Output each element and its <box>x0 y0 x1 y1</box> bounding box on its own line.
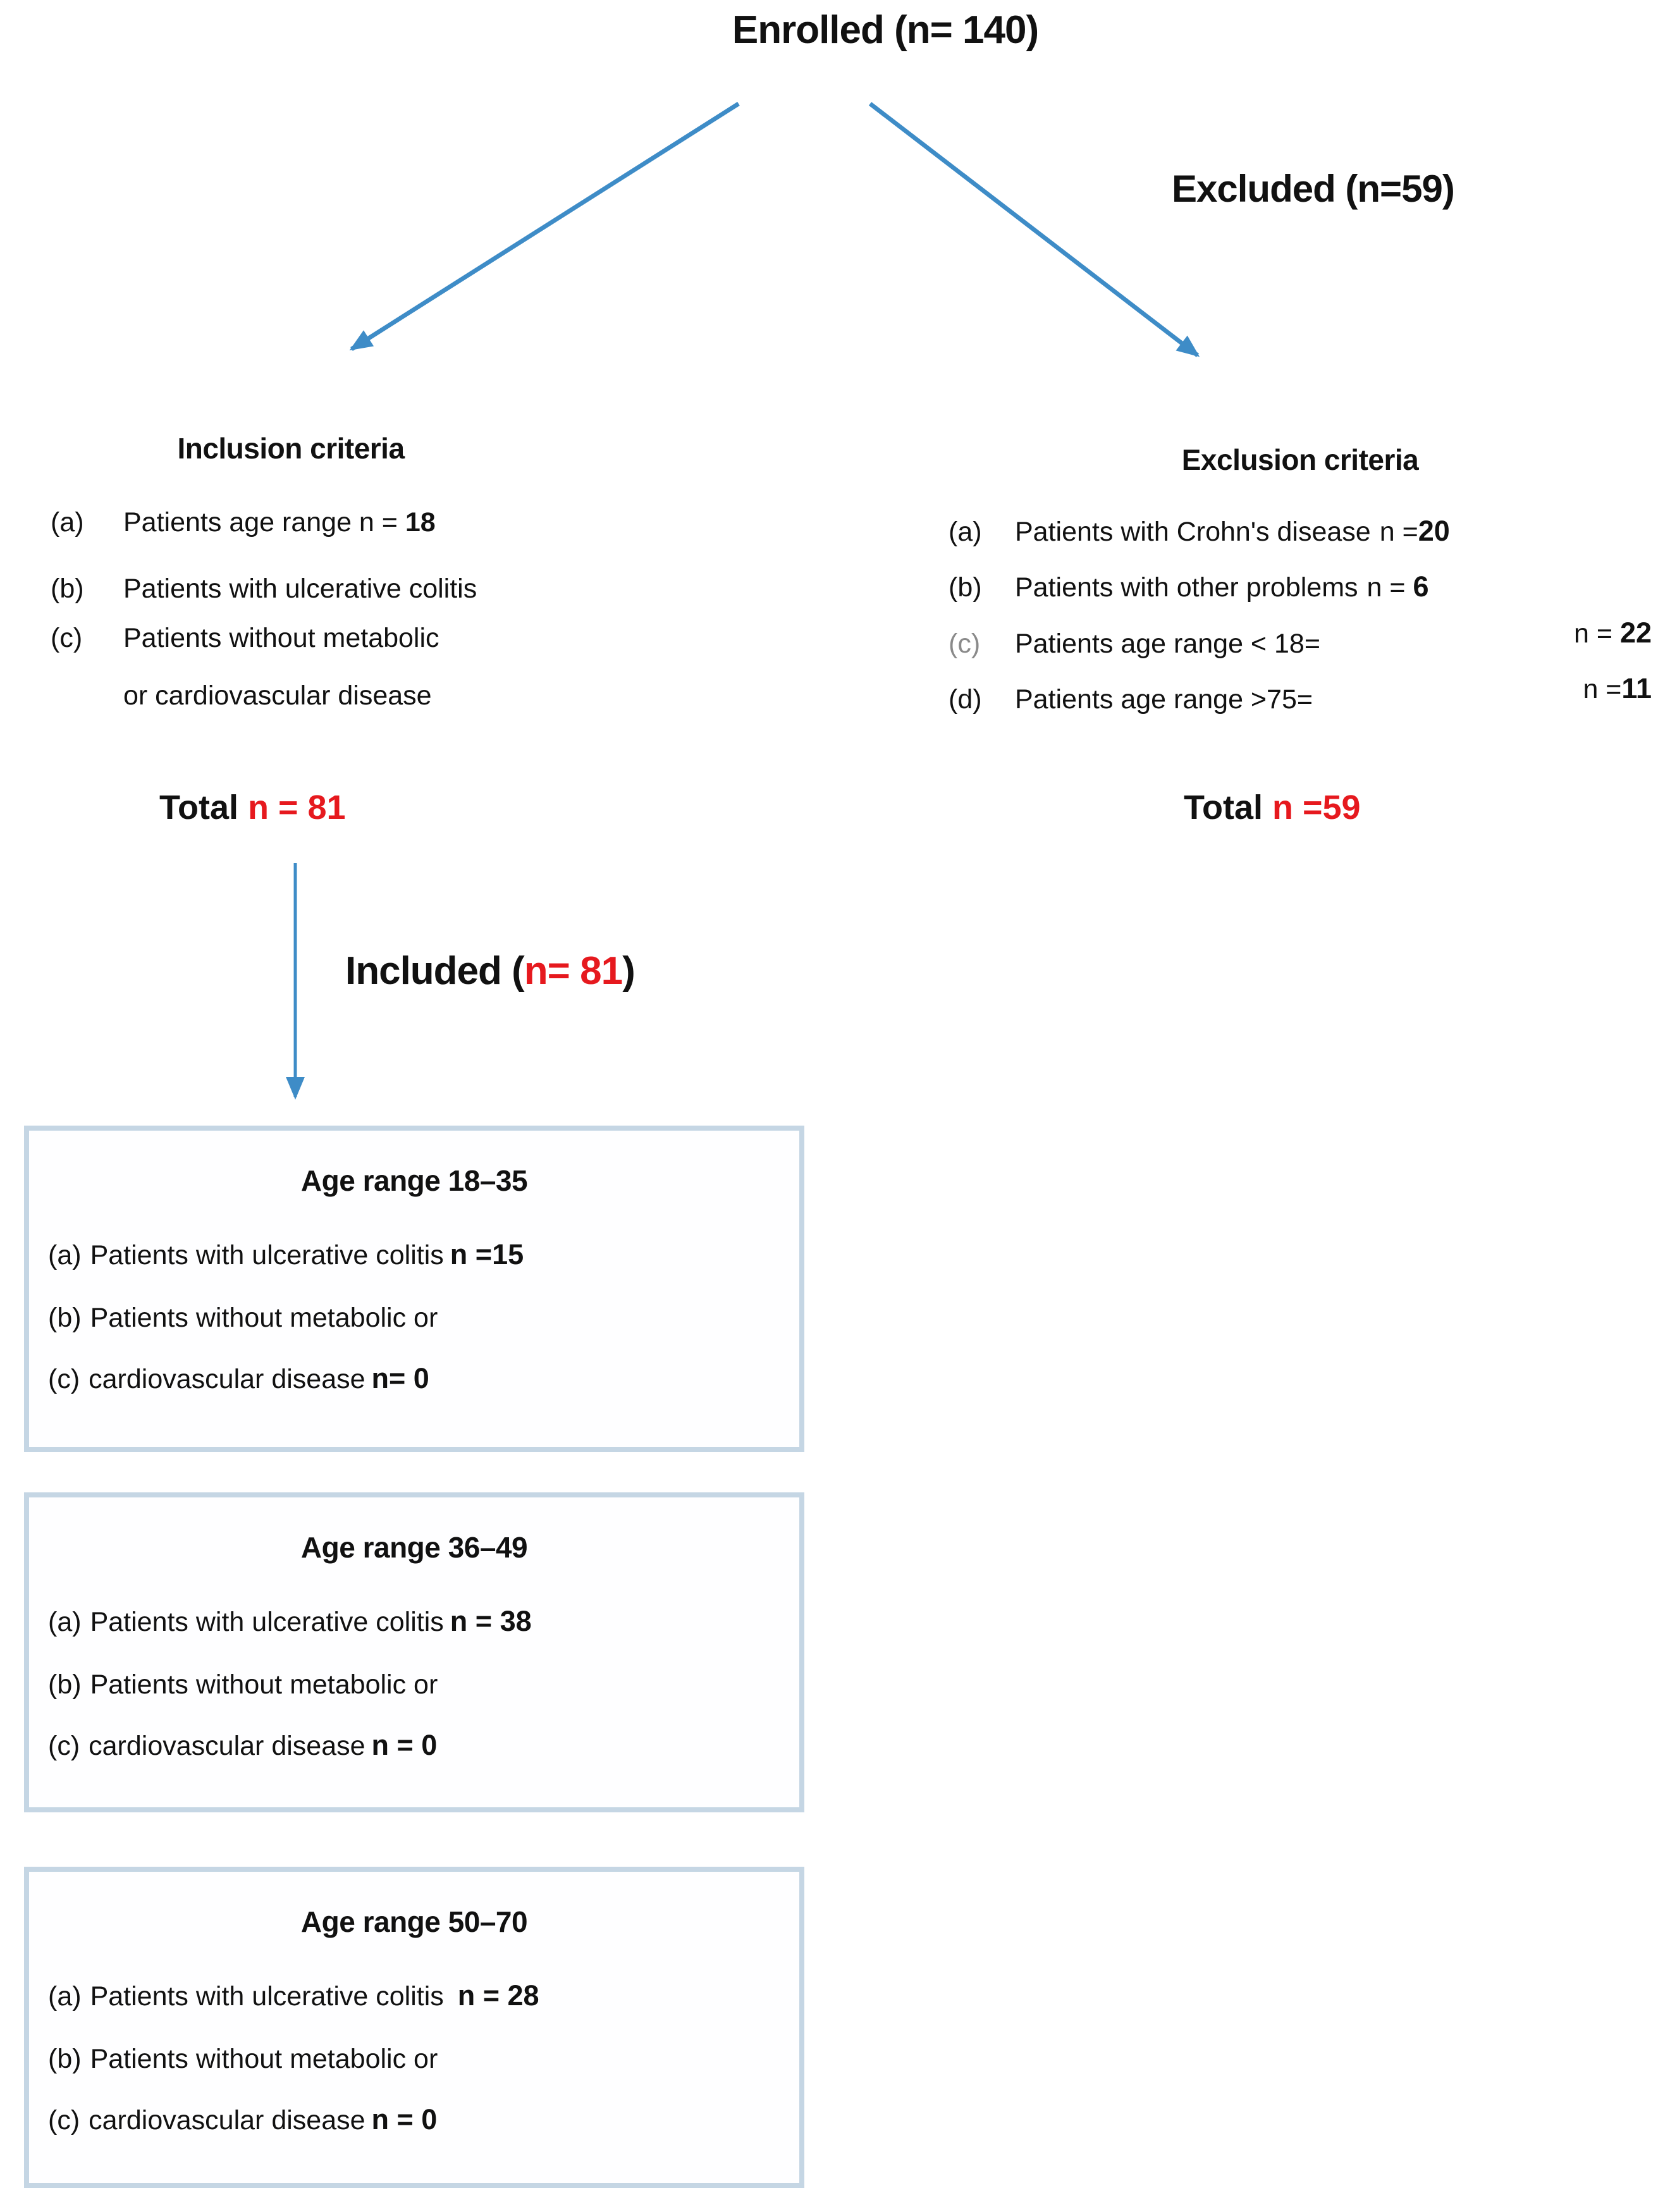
item-text: or cardiovascular disease <box>123 680 432 711</box>
item-marker: (b) <box>48 2044 82 2075</box>
item-count: n = 6 <box>1366 570 1429 603</box>
total-value: n =59 <box>1272 789 1361 826</box>
item-count: n = 28 <box>457 1979 539 2012</box>
item-text: Patients with ulcerative colitis n = 28 <box>90 1979 539 2012</box>
total-value: n = 81 <box>247 789 346 826</box>
item-marker: (c) <box>949 628 981 659</box>
age-box-50-70: Age range 50–70 (a) Patients with ulcera… <box>24 1867 804 2188</box>
item-text: Patients without metabolic or <box>90 1669 438 1700</box>
exclusion-item-a: (a) Patients with Crohn's disease n =20 <box>949 515 1652 548</box>
item-text: Patients without metabolic or <box>90 2044 438 2075</box>
item-marker: (d) <box>949 684 982 715</box>
item-marker: (c) <box>48 1730 80 1761</box>
item-marker: (c) <box>51 622 83 653</box>
item-count: n = 0 <box>371 1728 438 1761</box>
item-marker: (a) <box>51 507 84 538</box>
item-marker: (b) <box>51 574 84 605</box>
age-box-item-b: (b) Patients without metabolic or <box>29 1669 799 1700</box>
item-count: n =11 <box>1583 672 1652 705</box>
item-text: Patients without metabolic or <box>90 1303 438 1334</box>
exclusion-item-b: (b) Patients with other problems n = 6 <box>949 570 1652 603</box>
item-marker: (a) <box>949 517 982 547</box>
item-text: Patients age range < 18= <box>1015 628 1320 659</box>
item-marker: (a) <box>48 1240 82 1270</box>
exclusion-item-c: (c) Patients age range < 18= n = 22 <box>949 617 1652 660</box>
included-prefix: Included ( <box>345 949 525 993</box>
age-box-36-49: Age range 36–49 (a) Patients with ulcera… <box>24 1492 804 1812</box>
item-count: n = 22 <box>1574 616 1652 649</box>
inclusion-section: Inclusion criteria (a) Patients age rang… <box>51 431 607 712</box>
item-marker: (a) <box>48 1981 82 2012</box>
arrow-enrolled-to-inclusion <box>349 102 740 351</box>
item-count: 18 <box>405 507 436 538</box>
item-marker: (a) <box>48 1607 82 1637</box>
item-marker: (c) <box>48 1363 80 1394</box>
inclusion-item-b: (b) Patients with ulcerative colitis <box>51 574 607 605</box>
age-box-item-a: (a) Patients with ulcerative colitis n =… <box>29 1979 799 2012</box>
exclusion-heading: Exclusion criteria <box>1181 443 1419 476</box>
included-label: Included (n= 81) <box>345 949 636 993</box>
included-suffix: ) <box>622 949 636 993</box>
item-text: Patients with ulcerative colitis <box>123 574 477 605</box>
item-text: Patients age range n = 18 <box>123 507 436 538</box>
item-text: Patients without metabolic <box>123 622 439 653</box>
age-box-title: Age range 18–35 <box>300 1164 528 1197</box>
age-box-18-35: Age range 18–35 (a) Patients with ulcera… <box>24 1126 804 1452</box>
age-box-title: Age range 50–70 <box>300 1905 528 1938</box>
item-count: n= 0 <box>371 1361 429 1394</box>
inclusion-total: Total n = 81 <box>159 788 346 827</box>
age-box-title: Age range 36–49 <box>300 1531 528 1564</box>
item-marker: (b) <box>949 572 982 603</box>
age-box-item-b: (b) Patients without metabolic or <box>29 2044 799 2075</box>
exclusion-item-d: (d) Patients age range >75= n =11 <box>949 672 1652 715</box>
item-count: n = 0 <box>371 2103 438 2135</box>
item-marker: (c) <box>48 2104 80 2135</box>
item-count: n =20 <box>1379 515 1450 547</box>
item-count: n =15 <box>450 1238 524 1270</box>
excluded-label: Excluded (n=59) <box>1172 168 1455 210</box>
inclusion-item-a: (a) Patients age range n = 18 <box>51 507 607 538</box>
total-label: Total <box>1184 789 1272 826</box>
item-marker: (b) <box>48 1303 82 1334</box>
exclusion-section: Exclusion criteria (a) Patients with Cro… <box>949 443 1652 739</box>
age-box-item-b: (b) Patients without metabolic or <box>29 1303 799 1334</box>
item-text: Patients age range >75= <box>1015 684 1313 715</box>
enrolled-title: Enrolled (n= 140) <box>732 8 1039 52</box>
item-text: Patients with Crohn's disease <box>1015 517 1371 547</box>
item-marker: (b) <box>48 1669 82 1700</box>
arrow-enrolled-to-exclusion <box>868 102 1200 357</box>
inclusion-item-c: (c) Patients without metabolic <box>51 623 607 654</box>
inclusion-heading: Inclusion criteria <box>177 432 405 465</box>
total-label: Total <box>159 789 248 826</box>
included-count: n= 81 <box>524 949 623 993</box>
exclusion-total: Total n =59 <box>1184 788 1361 827</box>
item-text: Patients with other problems <box>1015 572 1358 603</box>
item-count: n = 38 <box>450 1605 532 1637</box>
inclusion-item-c-continuation: or cardiovascular disease <box>51 680 607 711</box>
